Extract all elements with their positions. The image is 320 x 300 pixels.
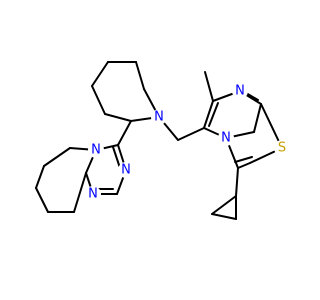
triazole-upper-nitrogen-label: N [121,163,131,178]
molecule-svg: N N N S N N N [35,61,290,220]
molecule-diagram: N N N S N N N [35,61,290,220]
bond [104,113,132,122]
atom-label-group: N N N S N N N [85,83,290,202]
bond [91,85,106,115]
bond [135,61,145,90]
bond [253,103,262,133]
bond [204,71,214,102]
bond [211,195,237,215]
bond [35,187,49,213]
label-background [151,109,167,125]
bond [35,165,45,189]
bond [73,172,87,213]
thiazole-sulfur-label: S [278,141,286,156]
bond [245,92,259,101]
bond [235,167,239,197]
imidazole-bridge-nitrogen-label: N [221,131,231,146]
bond [177,127,205,141]
triazole-lower-nitrogen-label: N [88,187,98,202]
bond [91,61,109,87]
bond [112,146,121,169]
triazole-bridge-nitrogen-label: N [91,143,101,158]
bond [208,102,219,127]
label-background [118,162,134,178]
bond [237,162,251,169]
piperidine-nitrogen-label: N [154,110,164,125]
bond [43,147,71,167]
bond [234,156,253,163]
bond [203,100,214,129]
label-background [85,186,101,202]
imidazole-ring-nitrogen-label: N [235,84,245,99]
bond [211,213,237,220]
bond [117,120,132,146]
label-background [274,140,290,156]
bond [260,103,283,149]
label-background [232,83,248,99]
label-background [218,130,234,146]
label-background [88,142,104,158]
